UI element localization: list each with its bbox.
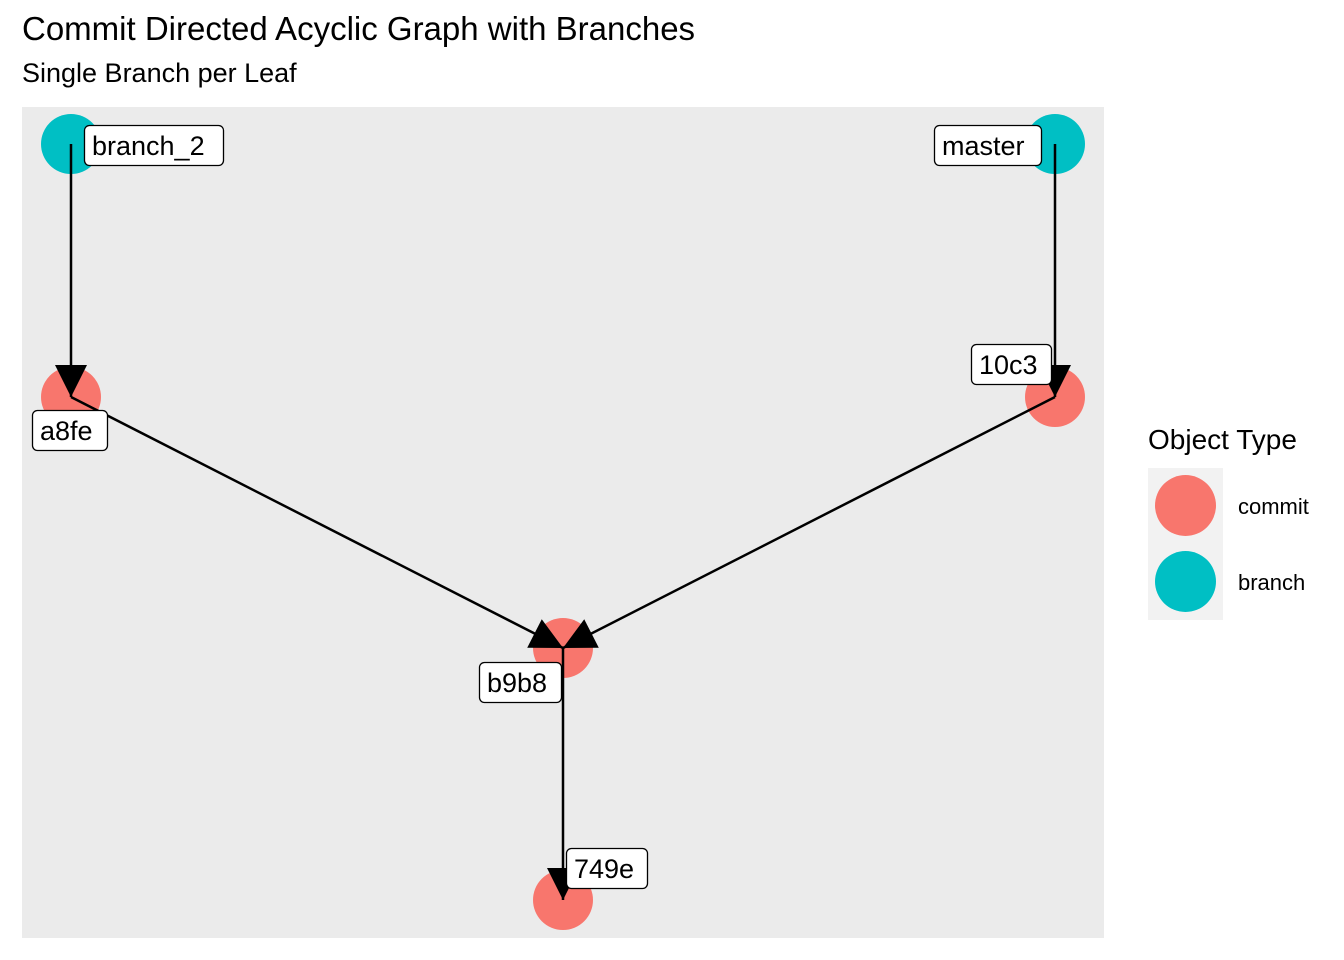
node-label-box-b9b8 — [478, 661, 563, 704]
legend-label-branch: branch — [1238, 570, 1306, 595]
legend-keys: commit branch — [1148, 468, 1309, 620]
node-label-branch_2: branch_2 — [92, 131, 205, 161]
legend: Object Type commit branch — [1148, 424, 1309, 620]
arrowhead-b9b8 — [527, 619, 563, 648]
edge-10c3-to-b9b8 — [562, 395, 1056, 650]
node-label-box-branch_2 — [83, 124, 225, 167]
node-label-749e: 749e — [574, 854, 634, 884]
edge-a8fe-to-b9b8 — [70, 395, 564, 650]
legend-label-commit: commit — [1238, 494, 1309, 519]
arrowhead-b9b8 — [563, 619, 599, 648]
node-label-box-10c3 — [970, 343, 1053, 386]
edge-layer — [55, 144, 1071, 900]
chart-subtitle: Single Branch per Leaf — [22, 58, 297, 88]
node-label-10c3: 10c3 — [979, 350, 1038, 380]
branch-key-dot — [1155, 551, 1216, 612]
commit-key-dot — [1155, 475, 1216, 536]
node-label-box-master — [933, 124, 1043, 167]
node-label-master: master — [942, 131, 1025, 161]
label-layer: branch_2 master a8fe 10c3 b9b8 749e — [31, 124, 1053, 890]
node-label-b9b8: b9b8 — [487, 668, 547, 698]
chart-title: Commit Directed Acyclic Graph with Branc… — [22, 10, 696, 47]
node-label-box-749e — [565, 847, 649, 890]
legend-title: Object Type — [1148, 424, 1297, 455]
legend-item-branch: branch — [1148, 544, 1305, 620]
arrowhead-a8fe — [55, 365, 87, 397]
node-label-a8fe: a8fe — [40, 416, 93, 446]
node-label-box-a8fe — [31, 409, 109, 452]
legend-item-commit: commit — [1148, 468, 1309, 544]
